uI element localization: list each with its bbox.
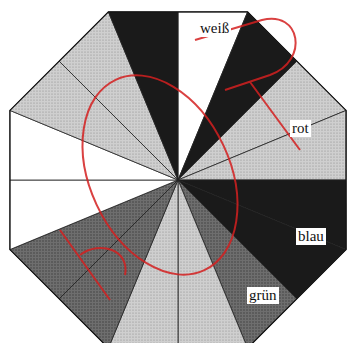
sector [108, 12, 178, 180]
sector [178, 110, 346, 180]
color-label: grün [247, 287, 279, 304]
color-label: rot [290, 120, 311, 137]
color-label: weiß [198, 20, 231, 37]
sector [59, 12, 178, 180]
sector [10, 180, 178, 250]
red-stamp-strokes [52, 19, 300, 300]
octagon-outline [10, 12, 346, 343]
color-label: blau [296, 228, 326, 245]
octagon-sectors [10, 12, 346, 343]
sector [178, 61, 346, 180]
